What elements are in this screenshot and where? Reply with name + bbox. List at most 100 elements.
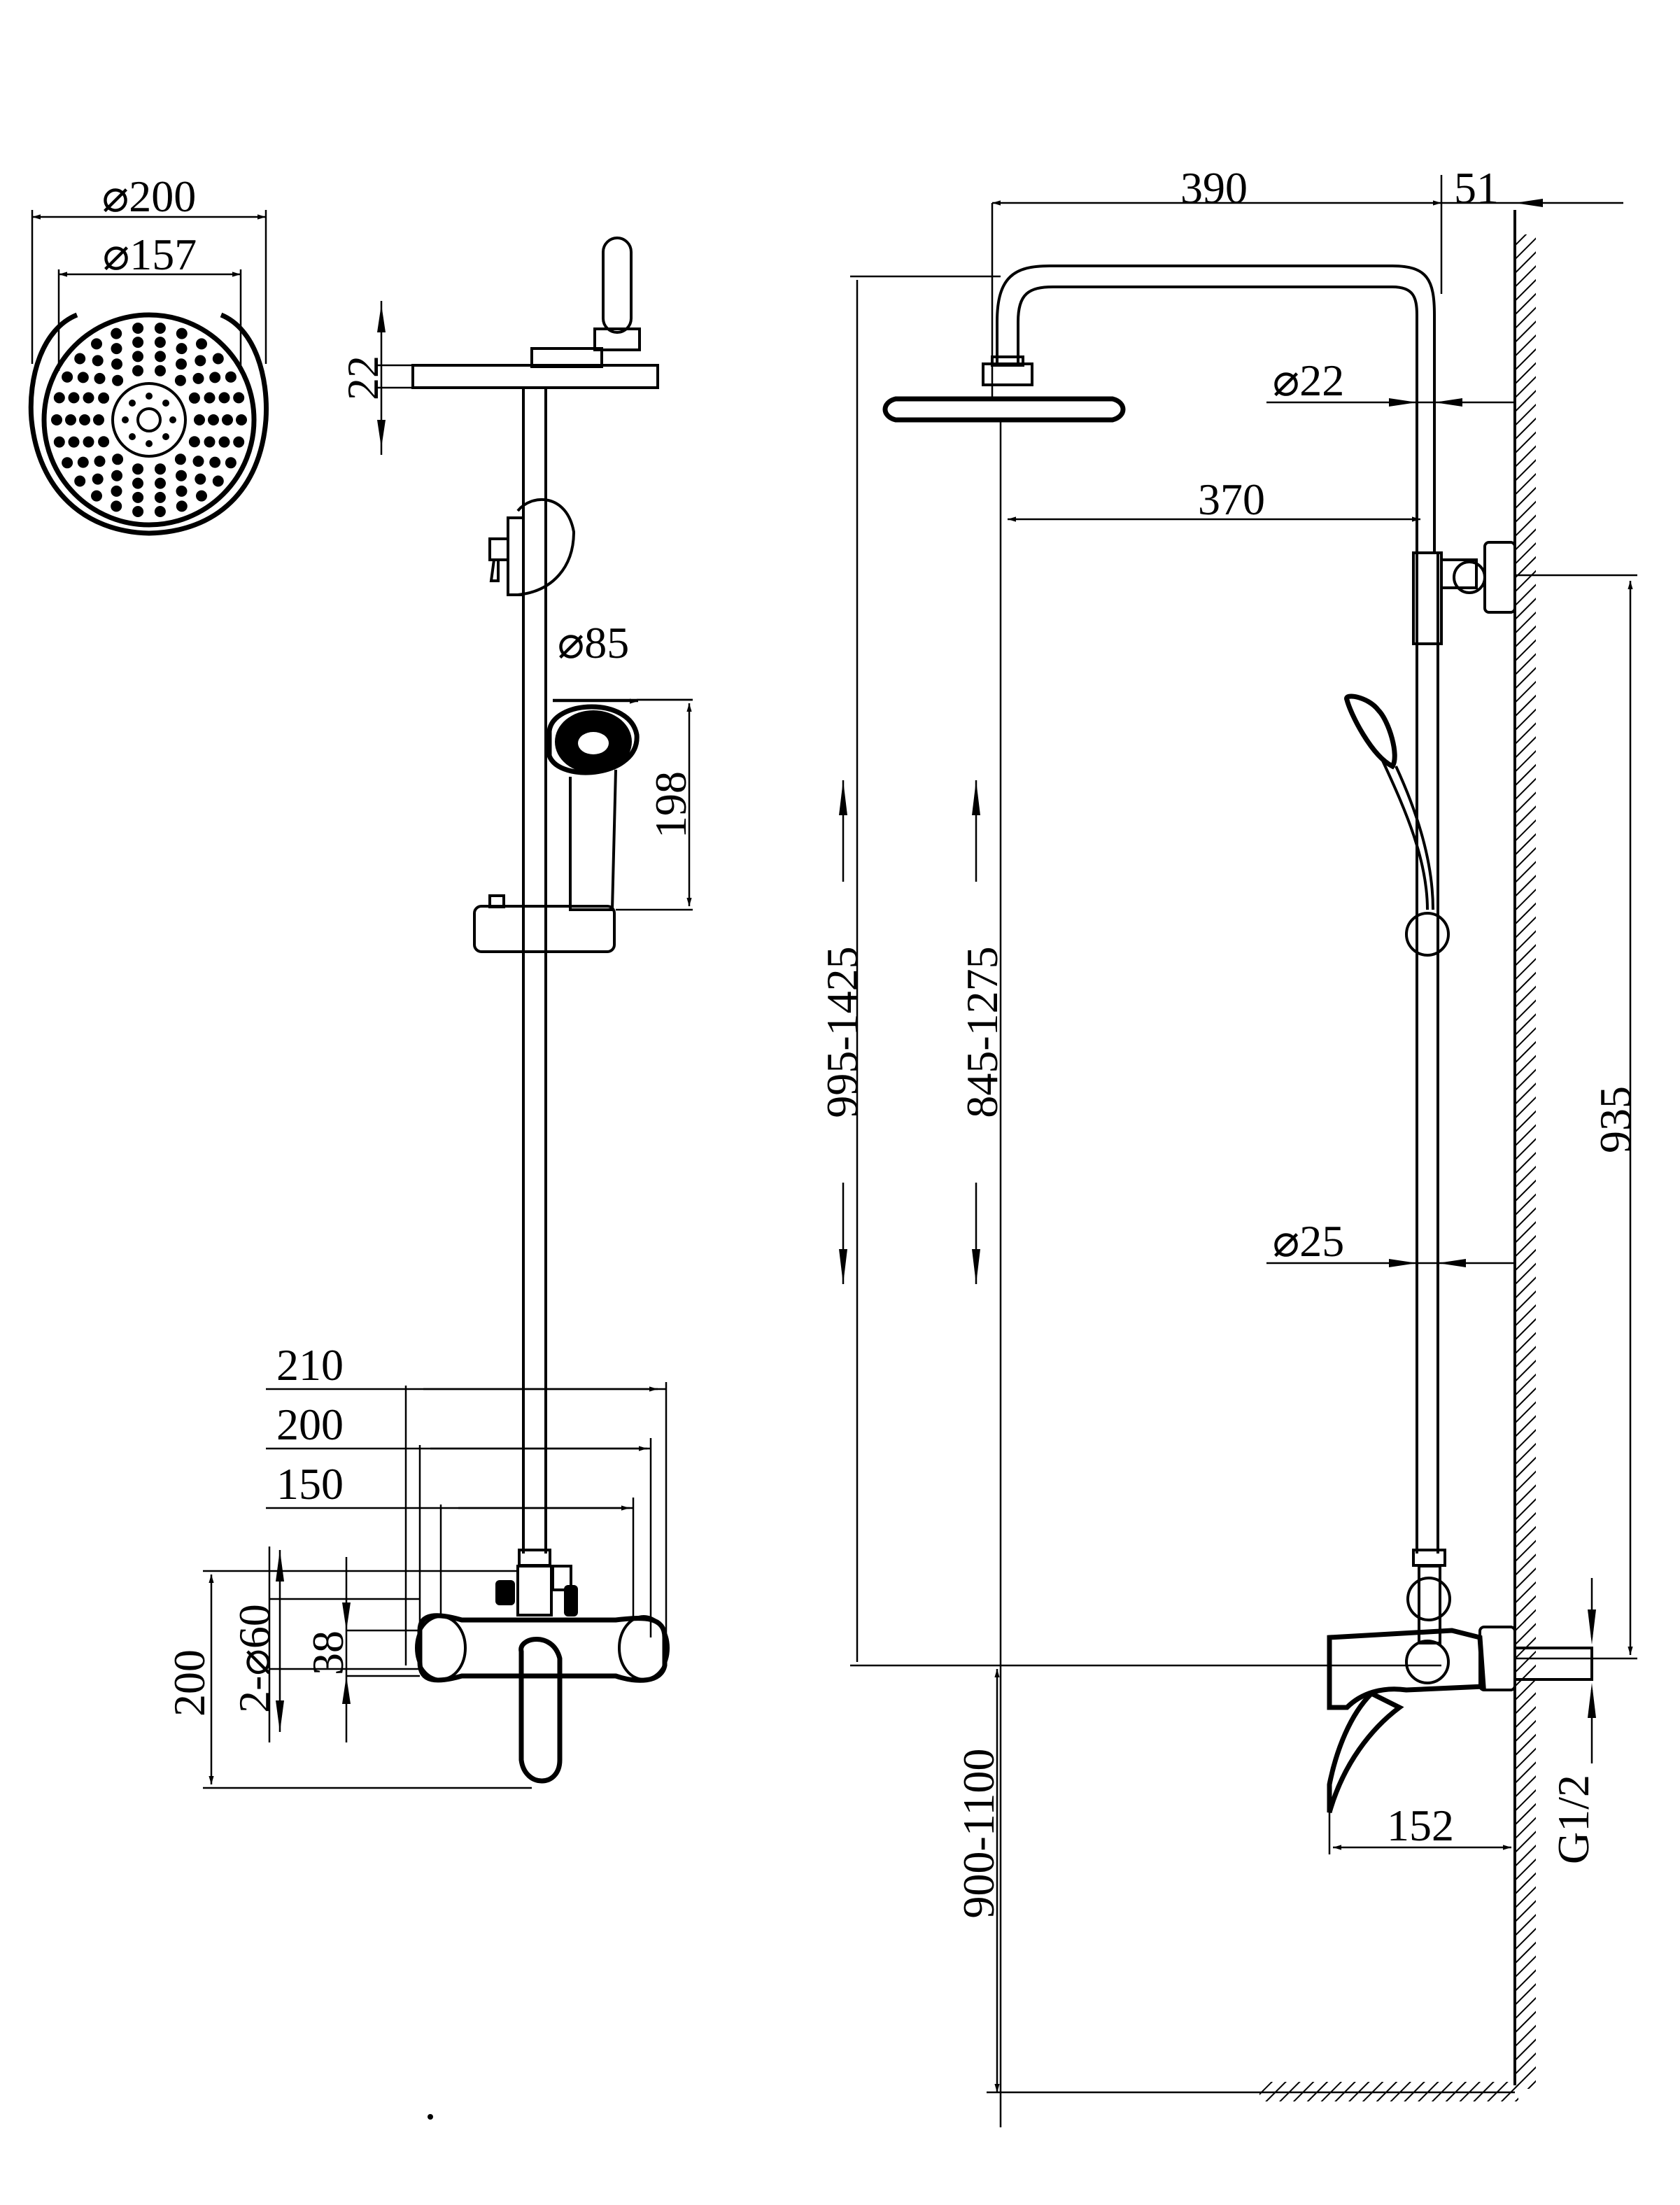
swivel-nut [593,327,641,351]
nozzle-dot [122,416,129,423]
head-outer-dia-label: ⌀200 [102,171,197,221]
head-outer-rim [28,312,269,536]
nozzle-dot [218,392,230,404]
total-height-label: 995-1425 [817,946,867,1118]
nozzle-dot [93,414,104,425]
nozzle-dot [132,351,143,362]
nozzle-dot [176,485,188,497]
nozzle-dot [91,490,102,502]
head-nozzle-pattern [51,323,247,517]
nozzle-dot [155,477,166,489]
nozzle-dot [188,392,200,404]
side-slider-knob [1405,912,1450,957]
nozzle-dot [132,337,144,348]
inlet-right [618,1615,670,1681]
nozzle-dot [79,414,90,425]
nozzle-dot [176,343,188,355]
shower-arm-inner [1017,286,1418,553]
nozzle-dot [204,392,216,404]
nozzle-dot [129,400,136,407]
mixer-depth-label: 152 [1387,1801,1454,1850]
nozzle-dot [68,436,80,448]
rain-head-side [882,396,1126,423]
side-hand-shower [1344,693,1397,770]
nozzle-dot [129,433,136,440]
nozzle-dot [111,358,122,370]
nozzle-dot [77,372,89,383]
nozzle-dot [194,414,205,425]
head-inner-dia-label: ⌀157 [103,230,197,279]
nozzle-dot [146,393,153,400]
nozzle-dot [98,392,110,404]
mixer-38-label: 38 [303,1630,353,1675]
nozzle-dot [98,436,110,448]
nozzle-dot [209,372,221,383]
nozzle-dot [77,456,89,468]
stray-dot [428,2114,433,2120]
side-mixer-body [1327,1628,1486,1710]
nozzle-dot [204,436,216,448]
nozzle-dot [236,414,247,425]
nozzle-dot [208,414,219,425]
pipe-dia-22-label: ⌀22 [1273,355,1345,405]
nozzle-dot [132,477,143,489]
hand-shower-length-label: 198 [646,771,696,838]
nozzle-dot [132,323,144,334]
nozzle-dot [222,414,233,425]
hand-shower-head [546,704,640,775]
riser-height-label: 845-1275 [957,946,1007,1118]
nozzle-dot [233,436,245,448]
nozzle-dot [62,457,73,469]
nozzle-dot [169,416,176,423]
nozzle-dot [111,343,122,355]
nozzle-dot [154,323,166,334]
mixer-width-200-label: 200 [276,1400,344,1449]
pipe-dia-25-label: ⌀25 [1273,1216,1345,1266]
front-view: 22 ⌀85 198 210 200 [164,237,696,2120]
nozzle-dot [92,355,104,367]
nozzle-dot [155,463,166,475]
diverter-knob [495,1580,515,1605]
mixer-width-150-label: 150 [276,1459,344,1509]
nozzle-dot [162,400,169,407]
side-diverter-knob [1406,1577,1451,1621]
slider-holder [473,905,616,953]
nozzle-dot [218,436,230,448]
nozzle-dot [188,436,200,448]
nozzle-dot [92,473,104,485]
side-bracket-clamp [1412,551,1443,645]
nozzle-dot [155,365,166,376]
nozzle-dot [176,500,188,512]
mixer-floor-height-label: 900-1100 [954,1749,1003,1919]
arm-370-label: 370 [1198,474,1265,524]
mixer-width-210-label: 210 [276,1340,344,1390]
thread-label: G1/2 [1548,1775,1598,1864]
nozzle-dot [83,392,94,404]
head-thickness-label: 22 [338,355,388,400]
bracket-height-label: 935 [1590,1086,1640,1153]
wall-offset-51-label: 51 [1454,163,1499,213]
side-mixer-lever [1327,1690,1404,1813]
head-plate-side [411,364,659,389]
nozzle-dot [53,436,65,448]
shower-arm-outer [996,265,1436,553]
nozzle-dot [192,456,204,467]
head-face [41,312,257,528]
inlet-left [415,1615,467,1681]
nozzle-dot [176,327,188,339]
mixer-handle [518,1637,563,1784]
nozzle-dot [112,374,124,386]
diverter-body [516,1565,553,1616]
nozzle-dot [155,351,166,362]
nozzle-dot [132,491,144,503]
nozzle-dot [212,475,224,487]
arm-length-390-label: 390 [1180,163,1248,213]
nozzle-dot [212,353,224,365]
nozzle-dot [196,338,207,350]
nozzle-dot [233,392,245,404]
nozzle-dot [174,453,186,465]
nozzle-dot [195,473,206,485]
nozzle-dot [146,440,153,447]
nozzle-dot [74,353,86,365]
